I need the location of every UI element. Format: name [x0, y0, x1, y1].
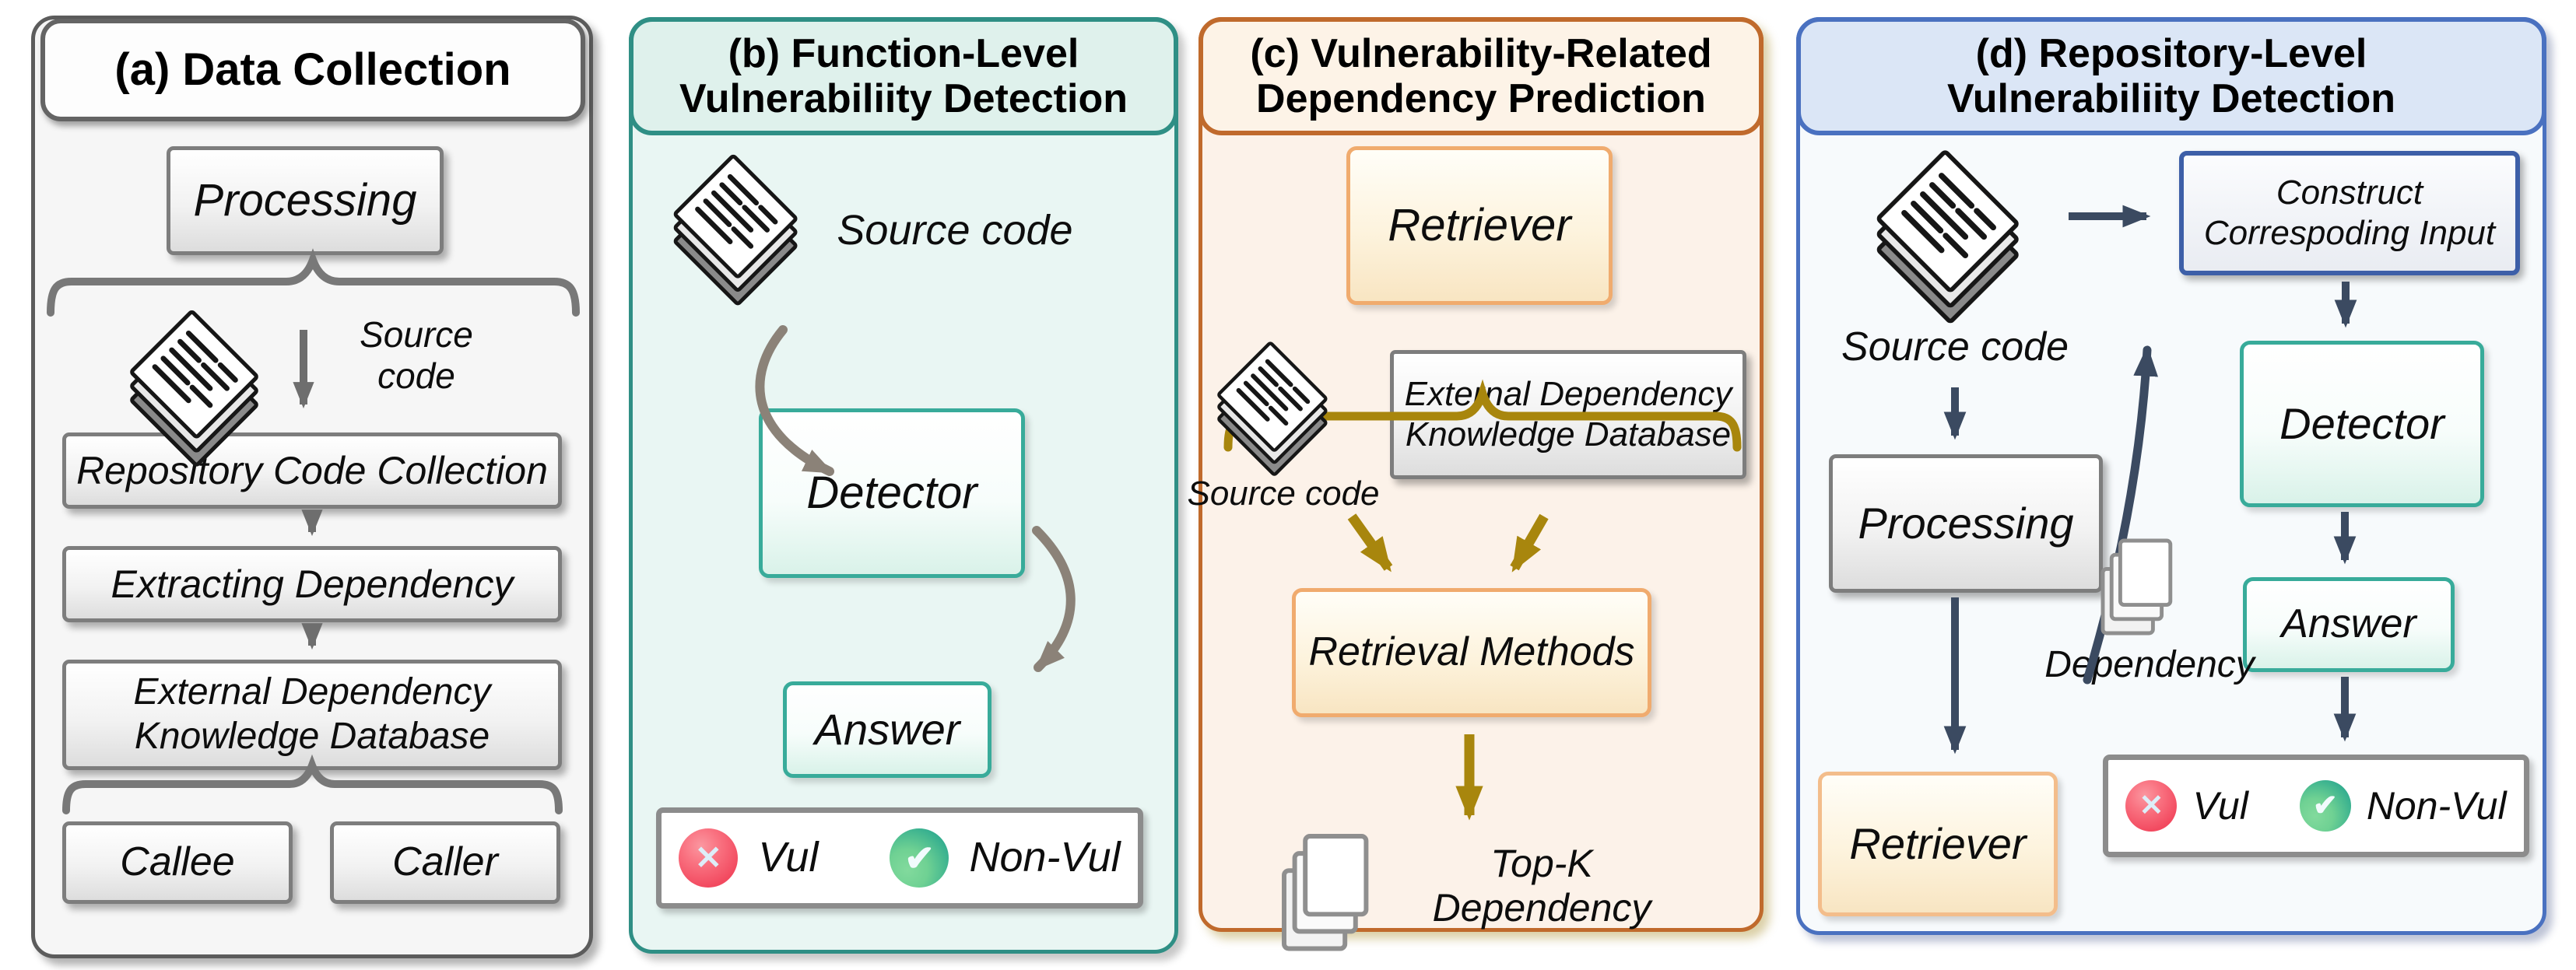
source-code-label-c: Source code	[1187, 474, 1380, 513]
result-box-b: ✕ Vul ✔ Non-Vul	[656, 807, 1143, 909]
construct-input-box: Construct Correspoding Input	[2179, 151, 2520, 275]
non-vul-label-b: Non-Vul	[969, 834, 1121, 881]
callee-box: Callee	[62, 821, 293, 904]
source-code-label-d: Source code	[1841, 324, 2069, 370]
extracting-dependency-box: Extracting Dependency	[62, 546, 562, 622]
non-vul-check-icon: ✔	[890, 828, 949, 888]
processing-box-d: Processing	[1829, 454, 2103, 593]
dependency-label-d: Dependency	[2044, 644, 2255, 686]
result-box-d: ✕ Vul ✔ Non-Vul	[2103, 755, 2529, 857]
vul-cross-icon: ✕	[2125, 780, 2178, 832]
detector-box-d: Detector	[2240, 341, 2484, 507]
caller-box: Caller	[330, 821, 560, 904]
answer-box-d: Answer	[2243, 577, 2455, 672]
panel-b-title: (b) Function-Level Vulnerabiliity Detect…	[629, 17, 1178, 135]
top-k-dependency-label: Top-K Dependency	[1432, 841, 1651, 930]
external-dependency-db-box-c: External Dependency Knowledge Database	[1390, 350, 1746, 479]
non-vul-check-icon: ✔	[2299, 780, 2351, 832]
panel-c-title: (c) Vulnerability-Related Dependency Pre…	[1199, 17, 1764, 135]
source-code-label-a: Source code	[360, 314, 473, 396]
panel-d-title: (d) Repository-Level Vulnerabiliity Dete…	[1796, 17, 2546, 135]
source-code-label-b: Source code	[837, 206, 1073, 254]
vul-cross-icon: ✕	[679, 828, 739, 888]
answer-box-b: Answer	[783, 681, 991, 778]
retrieval-methods-box: Retrieval Methods	[1292, 588, 1651, 717]
retriever-box-c: Retriever	[1346, 146, 1613, 305]
vul-label-b: Vul	[758, 834, 819, 881]
vul-label-d: Vul	[2192, 783, 2248, 828]
retriever-box-d: Retriever	[1818, 772, 2058, 916]
non-vul-label-d: Non-Vul	[2366, 783, 2507, 828]
repository-code-collection-box: Repository Code Collection	[62, 432, 562, 509]
panel-a-title: (a) Data Collection	[40, 19, 585, 121]
external-dependency-db-box-a: External Dependency Knowledge Database	[62, 660, 562, 770]
detector-box-b: Detector	[759, 408, 1025, 578]
processing-box-a: Processing	[167, 146, 444, 255]
